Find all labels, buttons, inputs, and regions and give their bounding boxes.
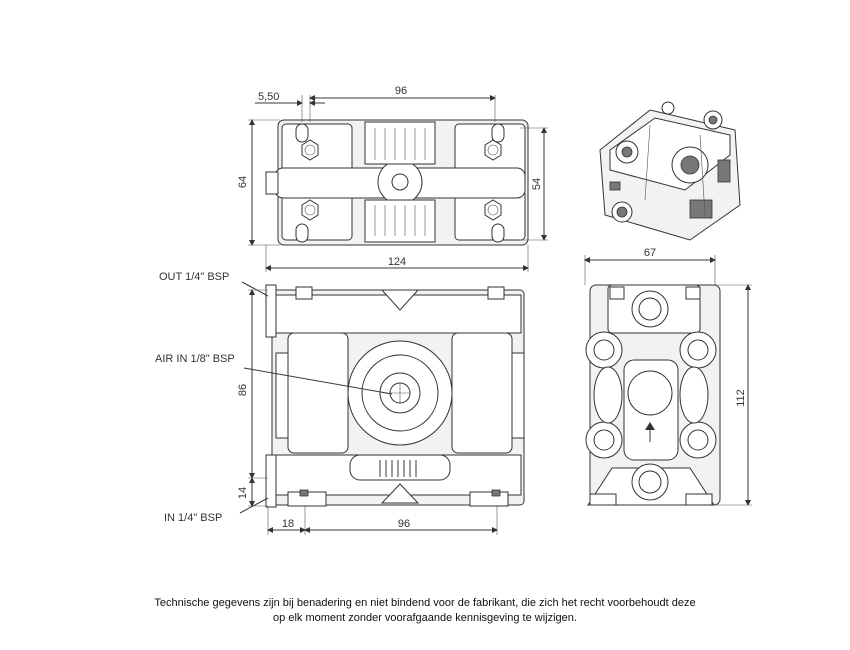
side-view: 67 112 <box>584 247 752 506</box>
fins-top <box>364 121 436 165</box>
front-view: OUT 1/4" BSP AIR IN 1/8" BSP IN 1/4" BSP… <box>155 271 525 535</box>
dim-top-overall-width: 124 <box>388 256 406 268</box>
label-air-inlet: AIR IN 1/8" BSP <box>155 353 235 365</box>
dim-top-height-outer: 64 <box>237 176 249 188</box>
dim-top-height-inner: 54 <box>531 178 543 190</box>
ribs-icon <box>379 460 417 477</box>
label-inlet: IN 1/4" BSP <box>164 512 222 524</box>
label-outlet: OUT 1/4" BSP <box>159 271 229 283</box>
disclaimer-line-1: Technische gegevens zijn bij benadering … <box>154 597 696 609</box>
dim-front-inlet-offset: 14 <box>237 487 249 499</box>
fins-bottom <box>364 199 436 243</box>
dim-offset: 5,50 <box>258 91 279 103</box>
top-view: 5,50 96 64 54 124 <box>237 85 548 272</box>
arrow-up-icon <box>645 422 655 442</box>
dim-front-bolt-spacing: 96 <box>398 518 410 530</box>
fitting-icon <box>301 139 502 221</box>
dim-top-width: 96 <box>395 85 407 97</box>
isometric-view <box>599 101 741 241</box>
dim-front-left-offset: 18 <box>282 518 294 530</box>
disclaimer-line-2: op elk moment zonder voorafgaande kennis… <box>273 612 577 624</box>
dim-side-height: 112 <box>735 389 747 407</box>
dim-front-height: 86 <box>237 384 249 396</box>
dim-side-width: 67 <box>644 247 656 259</box>
disclaimer: Technische gegevens zijn bij benadering … <box>100 596 750 626</box>
